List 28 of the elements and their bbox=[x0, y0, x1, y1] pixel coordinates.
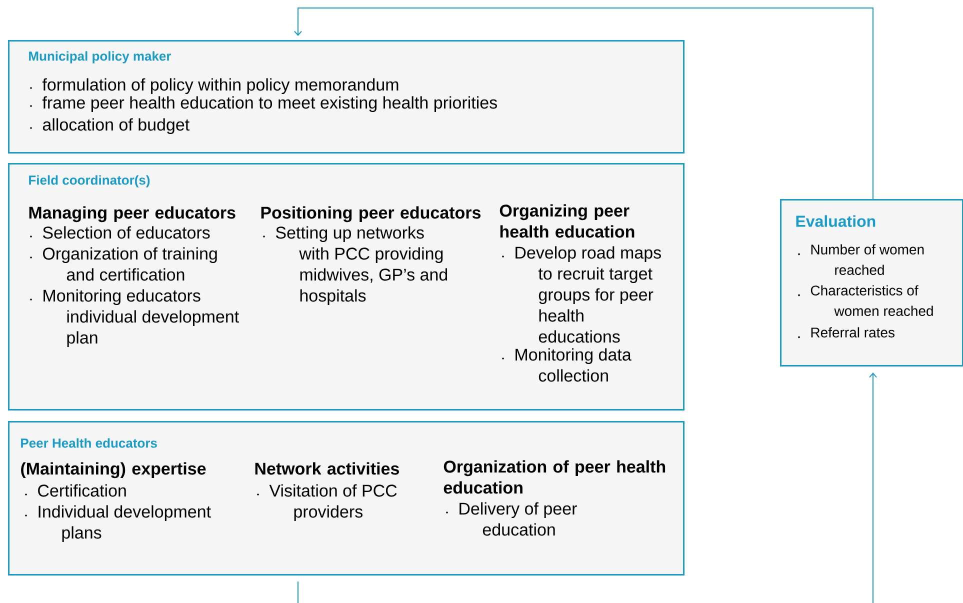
column-heading: Organization of peer health education bbox=[444, 460, 666, 494]
list-item: Individual development plans bbox=[38, 505, 211, 542]
box-heading: Peer Health educators bbox=[21, 438, 157, 448]
column-heading: Managing peer educators bbox=[29, 206, 236, 222]
column-heading: Positioning peer educators bbox=[261, 206, 481, 222]
list-item: Organization of training and certification bbox=[43, 247, 217, 281]
list-item: frame peer health education to meet existing health priorities bbox=[42, 96, 497, 112]
list-item: Characteristics of women reached bbox=[810, 285, 933, 316]
column-heading: (Maintaining) expertise bbox=[21, 462, 206, 478]
list-item: Monitoring data collection bbox=[516, 348, 632, 382]
list-item: Develop road maps to recruit target groups for peer health educations bbox=[516, 246, 661, 343]
connector-arrow bbox=[298, 372, 877, 603]
box-heading: Field coordinator(s) bbox=[29, 175, 150, 188]
list-item: Visitation of PCC providers bbox=[269, 484, 397, 522]
column-heading: Network activities bbox=[255, 462, 399, 475]
box-heading: Evaluation bbox=[796, 215, 876, 227]
column-heading: Organizing peer health education bbox=[500, 204, 634, 238]
list-item: Delivery of peer education bbox=[460, 502, 577, 536]
list-item: Setting up networks with PCC providing midwives, GP’s and hospitals bbox=[276, 226, 448, 306]
connector-arrow bbox=[294, 8, 874, 200]
list-item: Number of women reached bbox=[811, 244, 924, 275]
list-item: formulation of policy within policy memorandum bbox=[42, 78, 398, 94]
list-item: Certification bbox=[38, 484, 126, 497]
list-item: Referral rates bbox=[811, 327, 894, 338]
list-item: Selection of educators bbox=[42, 226, 210, 239]
list-item: Monitoring educators individual development plan bbox=[44, 289, 239, 348]
box-heading: Municipal policy maker bbox=[29, 51, 172, 64]
list-item: allocation of budget bbox=[42, 118, 190, 134]
